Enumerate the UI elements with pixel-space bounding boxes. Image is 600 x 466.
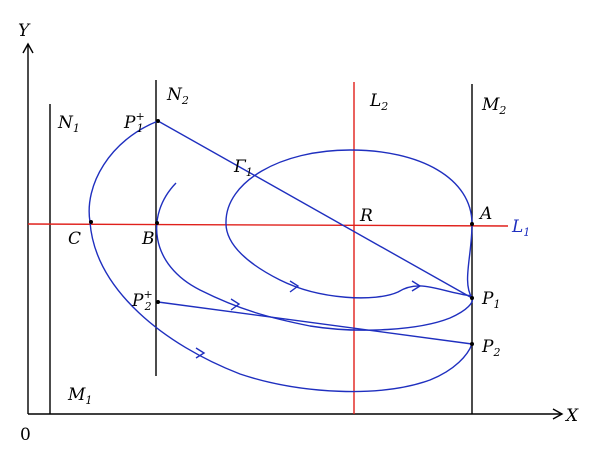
y-axis-label: Y — [18, 21, 31, 41]
segment-P1plus-to-P1 — [157, 120, 473, 299]
label-B: B — [141, 229, 155, 249]
trajectory-middle-curve — [156, 182, 474, 331]
label-P2: P2 — [481, 337, 500, 359]
origin-label: 0 — [20, 425, 31, 445]
label-N2: N2 — [166, 85, 189, 107]
point-A-dot — [470, 222, 474, 226]
point-C-dot — [89, 220, 93, 224]
segment-P2plus-to-P2 — [157, 301, 473, 345]
point-P1plus-dot — [156, 119, 160, 123]
label-P1: P1 — [481, 289, 500, 311]
direction-arrow-3 — [289, 280, 300, 293]
point-P2plus-dot — [156, 300, 160, 304]
point-B-dot — [155, 221, 159, 225]
label-N1: N1 — [57, 113, 80, 135]
label-L2: L2 — [369, 91, 388, 113]
point-P1-dot — [470, 296, 474, 300]
x-axis-label: X — [564, 406, 579, 426]
trajectory-inner-spiral — [225, 149, 473, 299]
label-R: R — [359, 206, 373, 226]
label-M2: M2 — [481, 95, 506, 117]
label-P1plus: P+1 — [123, 110, 145, 135]
point-P2-dot — [470, 342, 474, 346]
label-Gamma1: Γ1 — [233, 157, 253, 179]
direction-arrow-4 — [411, 280, 422, 292]
label-P2plus: P+2 — [131, 288, 153, 313]
label-A: A — [478, 204, 492, 224]
label-M1: M1 — [67, 385, 92, 407]
label-L1: L1 — [511, 217, 530, 239]
direction-arrow-1 — [195, 347, 206, 359]
direction-arrow-2 — [230, 298, 241, 311]
label-C: C — [68, 229, 81, 249]
line-L1 — [27, 223, 509, 227]
trajectory-outer-curve — [88, 120, 473, 393]
